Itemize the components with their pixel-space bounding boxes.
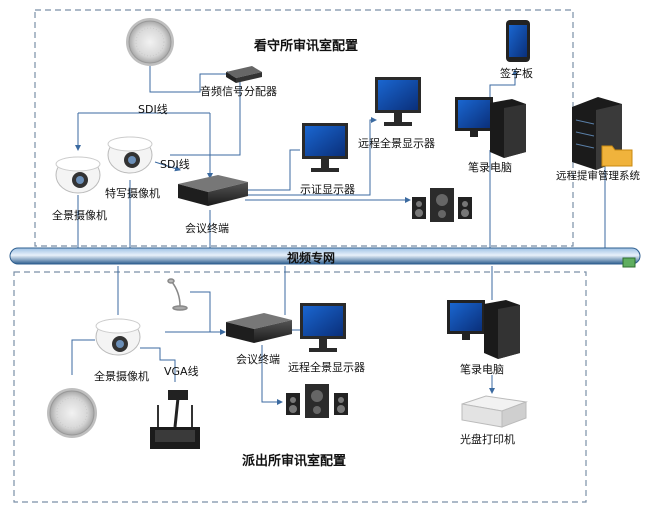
remote-system-label: 远程提审管理系统 xyxy=(556,170,640,182)
tablet-label: 签字板 xyxy=(500,67,533,80)
top-section-title: 看守所审讯室配置 xyxy=(254,39,359,54)
bottom-section-border xyxy=(13,271,587,503)
microphone-pickup-icon xyxy=(126,18,174,66)
bottom-section-title: 派出所审讯室配置 xyxy=(242,454,347,469)
network-label: 视频专网 xyxy=(287,251,336,265)
sdi-line-label-1: SDI线 xyxy=(138,103,168,116)
disc-printer-icon xyxy=(461,395,528,428)
conference-terminal-top-label: 会议终端 xyxy=(185,222,229,235)
conference-terminal-icon xyxy=(178,175,248,206)
speaker-icon xyxy=(412,188,472,222)
bottom-connections xyxy=(71,266,495,405)
microphone-pickup-icon xyxy=(47,388,97,438)
recording-pc-bottom-label: 笔录电脑 xyxy=(460,363,504,376)
conference-terminal-icon xyxy=(226,313,292,343)
folder-icon xyxy=(601,145,633,167)
recording-pc-top-label: 笔录电脑 xyxy=(468,161,512,174)
vga-line-label: VGA线 xyxy=(164,365,199,378)
pc-tower-icon xyxy=(455,97,526,158)
tablet-icon xyxy=(506,20,530,62)
document-camera-icon xyxy=(150,390,200,449)
remote-monitor-bottom-label: 远程全景显示器 xyxy=(288,361,365,374)
audio-splitter-label: 音频信号分配器 xyxy=(200,85,277,98)
panoramic-camera-bottom-label: 全景摄像机 xyxy=(94,370,149,383)
monitor-icon xyxy=(375,77,421,126)
closeup-camera-label: 特写摄像机 xyxy=(105,187,160,200)
display-monitor-label: 示证显示器 xyxy=(300,183,355,196)
dome-camera-icon xyxy=(95,318,141,356)
audio-splitter-icon xyxy=(226,66,262,83)
monitor-icon xyxy=(300,303,346,352)
speaker-icon xyxy=(286,384,348,418)
disc-printer-label: 光盘打印机 xyxy=(460,433,515,446)
sdi-line-label-2: SDI线 xyxy=(160,158,190,171)
conference-terminal-bottom-label: 会议终端 xyxy=(236,353,280,366)
remote-monitor-top-label: 远程全景显示器 xyxy=(358,137,435,150)
video-network-bus xyxy=(9,247,641,268)
dome-camera-icon xyxy=(107,136,153,174)
gooseneck-mic-icon xyxy=(167,278,188,311)
pc-tower-icon xyxy=(447,300,520,359)
panoramic-camera-top-label: 全景摄像机 xyxy=(52,209,107,222)
monitor-icon xyxy=(302,123,348,172)
dome-camera-icon xyxy=(55,156,101,194)
top-connections xyxy=(75,63,606,256)
